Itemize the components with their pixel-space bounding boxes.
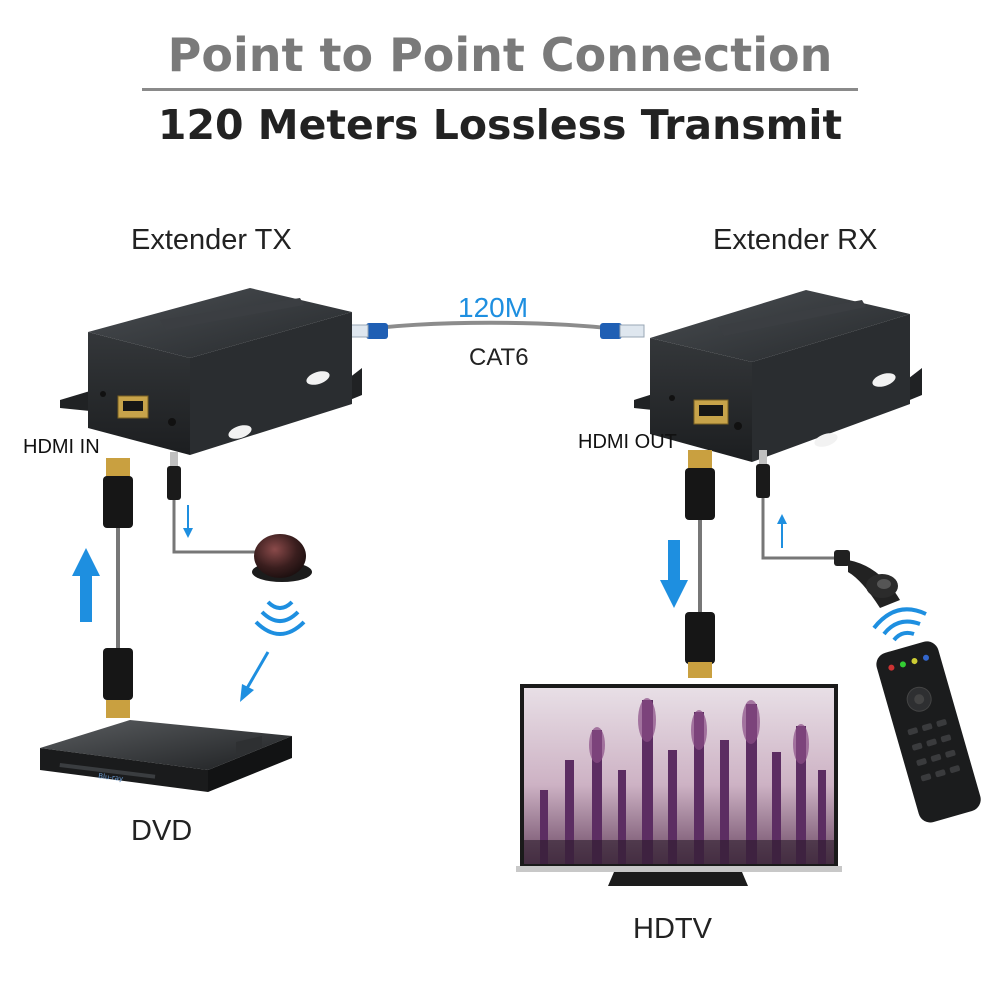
cable-length-label: 120M [458,292,529,323]
ir-emitter-icon [252,534,312,582]
ir-receiver-icon [834,550,900,608]
hdmi-out-label: HDMI OUT [578,431,677,453]
hdmi-in-label: HDMI IN [23,436,100,458]
down-arrow-icon [660,540,688,608]
extender-tx-device [60,288,362,455]
ir-out-cable [167,452,262,554]
extender-rx-device [634,290,922,462]
extender-rx-label: Extender RX [713,224,878,256]
dvd-player-device: Blu-ray [40,720,292,792]
rj45-connector-right [600,323,645,339]
dvd-label: DVD [131,815,193,847]
extender-tx-label: Extender TX [131,224,292,256]
hdtv-label: HDTV [633,913,712,945]
cat6-cable [343,320,645,339]
ir-in-cable [756,450,838,560]
diagonal-arrow-icon [240,651,270,702]
tv-screen-lavender-image [524,698,834,864]
wireless-signal-icon-tx [254,600,306,636]
hdtv-device [516,684,842,886]
title-divider [142,88,858,91]
cable-type-label: CAT6 [469,344,529,371]
diagram-title: Point to Point Connection [167,28,833,82]
down-arrow-small-icon [183,505,193,538]
wireless-signal-icon-rx [872,607,927,642]
up-arrow-icon [72,548,100,622]
svg-text:Blu-ray: Blu-ray [98,772,124,783]
hdmi-cable-tx [103,458,133,718]
remote-control-icon [876,641,981,823]
hdmi-cable-rx [685,450,715,678]
diagram-subtitle: 120 Meters Lossless Transmit [157,101,843,149]
up-arrow-small-icon [777,514,787,548]
